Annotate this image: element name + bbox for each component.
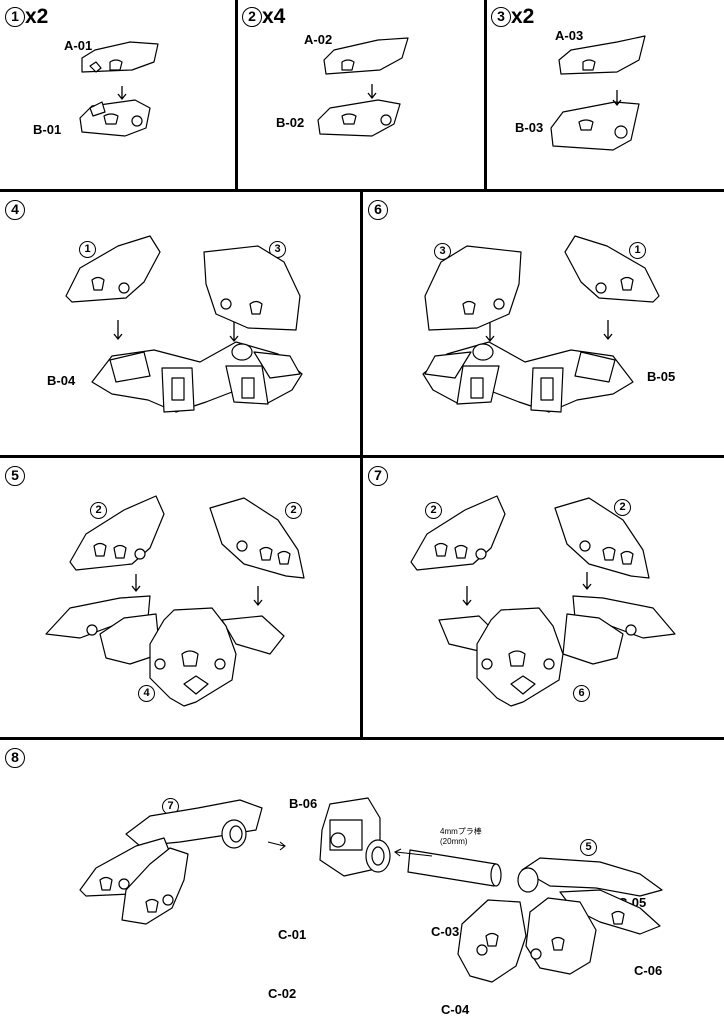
step-6-panel: 6 3 1 B-05 <box>363 192 724 455</box>
step-4-drawing <box>65 235 303 413</box>
part-label-c04: C-04 <box>441 1002 470 1017</box>
step-number: 8 <box>5 748 25 768</box>
assembly-arrow <box>367 84 377 100</box>
plastic-rod-shape <box>407 849 497 887</box>
right-wing-shape <box>564 235 660 303</box>
assembly-arrow-right <box>253 586 263 607</box>
left-wing-shape <box>410 495 506 571</box>
assembly-right-arm <box>572 595 676 639</box>
step-6-drawing <box>422 235 660 413</box>
part-label-base: B-04 <box>47 373 76 388</box>
assembly-arrow-right <box>603 320 613 341</box>
part-label-c02: C-02 <box>268 986 297 1001</box>
step-3-drawing <box>550 35 646 151</box>
step-number: 5 <box>5 466 25 486</box>
assembly-arrow-left <box>267 841 286 851</box>
ref-right: 2 <box>614 497 631 516</box>
step-7-header: 7 <box>368 464 388 488</box>
part-label-c06: C-06 <box>634 963 663 978</box>
part-a03-shape <box>558 35 646 75</box>
rod-note-line1: 4mmプラ棒 <box>440 827 482 836</box>
right-assembly-wing-b <box>525 897 597 975</box>
rod-note: 4mmプラ棒 (20mm) <box>440 827 482 847</box>
assembly-arrow-rod <box>393 848 433 857</box>
part-label-c03: C-03 <box>431 924 460 939</box>
step-5-header: 5 <box>5 464 25 488</box>
right-assembly-upper-arm <box>521 857 663 897</box>
part-label-top: A-02 <box>304 32 333 47</box>
step-8-panel: 8 7 5 B-06 4mmプラ棒 (20mm) C-01 C-02 C-03 … <box>0 740 724 1024</box>
assembly-arrow <box>117 86 127 101</box>
step-number: 7 <box>368 466 388 486</box>
divider-top-col2 <box>484 0 487 191</box>
step-1-drawing <box>79 41 159 137</box>
step-quantity: x2 <box>511 5 535 28</box>
ref-right: 2 <box>285 500 302 519</box>
assembly-arrow-right <box>229 322 239 343</box>
assembly-left-arm <box>45 595 151 639</box>
assembly-arrow-left <box>131 574 141 593</box>
assembly-arrow-left <box>462 586 472 607</box>
part-label-bottom: B-03 <box>515 120 544 135</box>
step-5-panel: 5 2 2 4 <box>0 458 360 737</box>
ref-left: 1 <box>79 239 96 258</box>
left-wing-shape <box>65 235 161 303</box>
step-quantity: x4 <box>262 5 286 28</box>
part-a02-shape <box>323 37 409 75</box>
right-wing-shape <box>209 497 305 579</box>
part-label-top: A-01 <box>64 38 93 53</box>
rod-note-line2: (20mm) <box>440 837 468 846</box>
ref-right: 5 <box>580 837 597 856</box>
part-label-bottom: B-02 <box>276 115 305 130</box>
ref-result: 4 <box>138 683 155 702</box>
step-2-drawing <box>317 37 409 137</box>
ref-left: 2 <box>90 500 107 519</box>
step-4-header: 4 <box>5 198 25 222</box>
step-number: 4 <box>5 200 25 220</box>
part-label-top: A-03 <box>555 28 584 43</box>
left-assembly-wing-b <box>121 847 189 925</box>
ref-left: 3 <box>434 241 451 260</box>
part-b02-shape <box>317 99 401 137</box>
step-number: 1 <box>5 7 25 27</box>
part-label-bottom: B-01 <box>33 122 62 137</box>
ref-result: 6 <box>573 683 590 702</box>
ref-left: 2 <box>425 500 442 519</box>
step-number: 6 <box>368 200 388 220</box>
assembly-arrow-right <box>582 572 592 591</box>
part-label-base: B-05 <box>647 369 676 384</box>
divider-top-col1 <box>235 0 238 191</box>
step-number: 3 <box>491 7 511 27</box>
right-wing-shape <box>554 497 650 579</box>
right-wing-shape <box>203 245 301 331</box>
step-7-drawing <box>410 495 676 707</box>
step-6-header: 6 <box>368 198 388 222</box>
divider-mid-col <box>360 191 363 739</box>
ref-right: 1 <box>629 240 646 259</box>
step-quantity: x2 <box>25 5 49 28</box>
part-label-b06: B-06 <box>289 796 318 811</box>
step-number: 2 <box>242 7 262 27</box>
part-b03-shape <box>550 101 640 151</box>
assembly-arrow-left <box>485 322 495 343</box>
assembly-arrow <box>612 90 622 107</box>
part-label-c01: C-01 <box>278 927 307 942</box>
left-wing-shape <box>424 245 522 331</box>
left-wing-shape <box>69 495 165 571</box>
part-a01-shape <box>81 41 159 73</box>
divider-top-row-bottom <box>0 189 724 192</box>
step-7-panel: 7 2 2 6 <box>363 458 724 737</box>
step-4-panel: 4 1 3 B-04 <box>0 192 360 455</box>
step-8-header: 8 <box>5 746 25 770</box>
step-8-drawing <box>79 797 663 983</box>
assembly-arrow-left <box>113 320 123 341</box>
step-5-drawing <box>45 495 305 707</box>
